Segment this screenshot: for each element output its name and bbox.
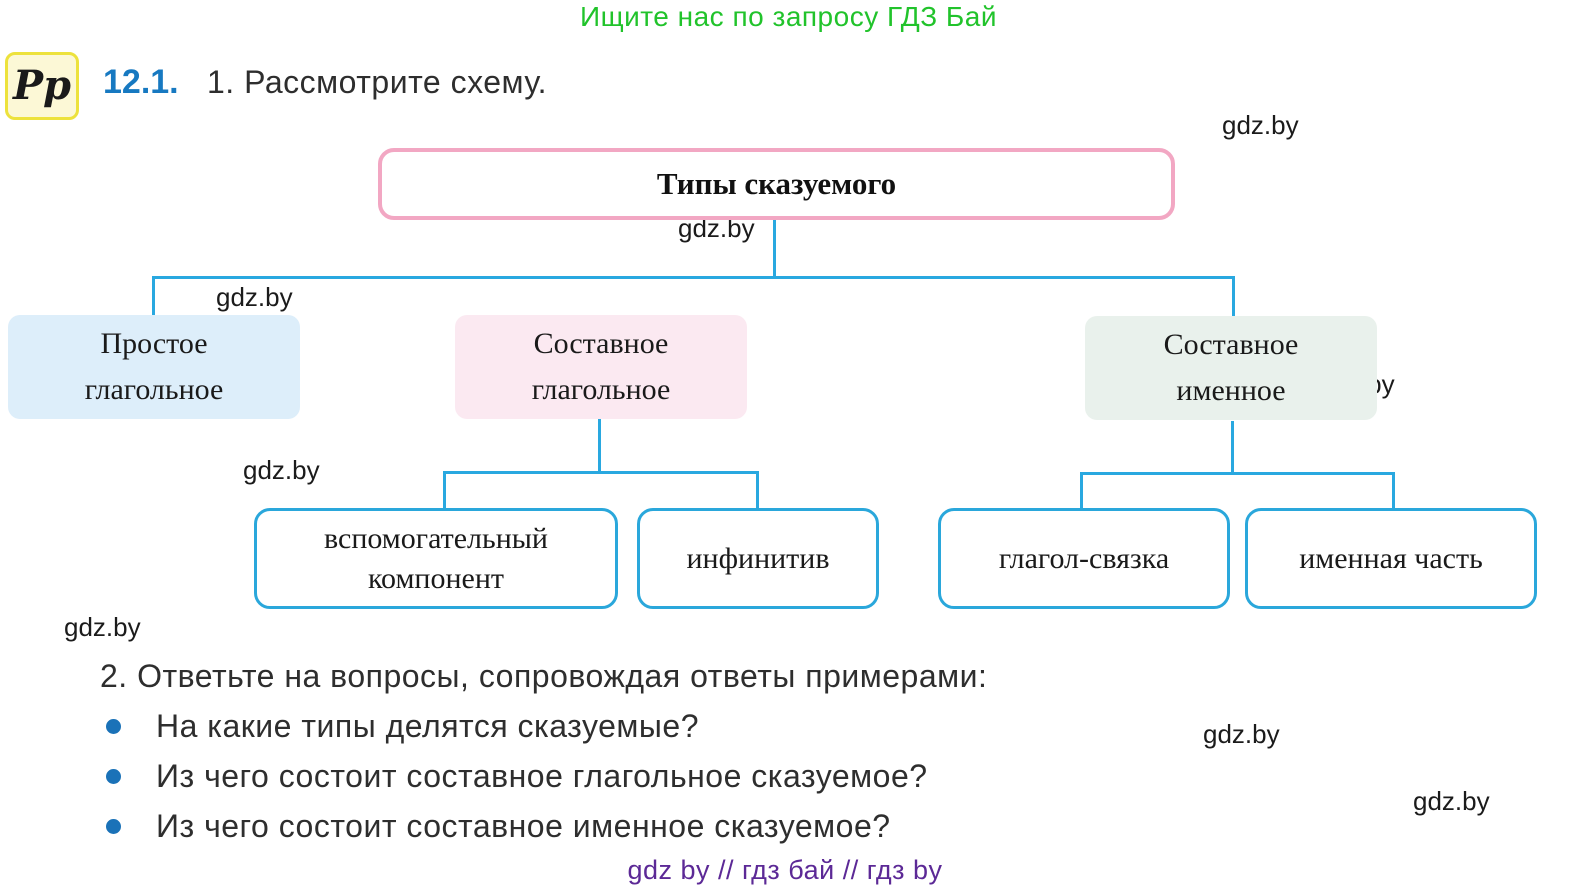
- exercise-number: 12.1.: [103, 63, 179, 101]
- diagram-title: Типы сказуемого: [656, 166, 897, 201]
- promo-banner-text: Ищите нас по запросу ГДЗ Бай: [579, 1, 998, 32]
- bullet-icon: [106, 719, 121, 734]
- watermark: gdz.by: [243, 455, 320, 485]
- connector-level2-left-horizontal: [443, 471, 759, 474]
- watermark: gdz.by: [1203, 719, 1280, 749]
- question-item: Из чего состоит составное глагольное ска…: [156, 758, 928, 794]
- watermark: gdz.by: [1222, 110, 1299, 140]
- node-compound-verbal-line1: Составное: [533, 327, 669, 360]
- node-compound-nominal-line1: Составное: [1163, 328, 1299, 361]
- diagram-root-node: Типы сказуемого: [378, 148, 1175, 220]
- node-compound-verbal: Составное глагольное: [455, 315, 747, 419]
- bullet-icon: [106, 769, 121, 784]
- watermark: gdz.by: [216, 282, 293, 312]
- connector-compound-verbal-down: [598, 419, 601, 471]
- connector-to-compound-nominal: [1232, 276, 1235, 317]
- node-infinitive: инфинитив: [637, 508, 879, 609]
- node-linking-verb-label: глагол-связка: [998, 541, 1170, 575]
- connector-to-simple-verbal: [152, 276, 155, 315]
- node-compound-nominal-line2: именное: [1176, 374, 1286, 407]
- node-nominal-part: именная часть: [1245, 508, 1537, 609]
- connector-compound-nominal-down: [1231, 421, 1234, 472]
- node-simple-verbal: Простое глагольное: [8, 315, 300, 419]
- node-auxiliary-component-label: вспомогательный компонент: [324, 521, 548, 595]
- watermark: gdz.by: [1413, 786, 1490, 816]
- node-linking-verb: глагол-связка: [938, 508, 1230, 609]
- connector-level1-horizontal: [152, 276, 1235, 279]
- task1-instruction: 1. Рассмотрите схему.: [207, 64, 548, 100]
- bullet-icon: [106, 819, 121, 834]
- task2-instruction: 2. Ответьте на вопросы, сопровождая отве…: [100, 658, 988, 694]
- node-compound-nominal: Составное именное: [1085, 316, 1377, 420]
- node-infinitive-label: инфинитив: [686, 541, 830, 575]
- node-auxiliary-component: вспомогательный компонент: [254, 508, 618, 609]
- connector-to-linking-verb: [1080, 472, 1083, 509]
- connector-to-nominal-part: [1392, 472, 1395, 509]
- connector-level2-right-horizontal: [1080, 472, 1395, 475]
- footer-site-tags: gdz by // гдз бай // гдз by: [627, 855, 943, 885]
- node-compound-verbal-line2: глагольное: [531, 373, 671, 406]
- speech-development-icon-letters: Рр: [12, 62, 72, 109]
- speech-development-icon: Рр: [5, 52, 79, 120]
- connector-to-infinitive: [756, 471, 759, 509]
- watermark: gdz.by: [64, 612, 141, 642]
- node-simple-verbal-line2: глагольное: [84, 373, 224, 406]
- node-simple-verbal-line1: Простое: [100, 327, 208, 360]
- connector-root-down: [773, 220, 776, 276]
- connector-to-auxiliary-component: [443, 471, 446, 509]
- node-nominal-part-label: именная часть: [1299, 541, 1483, 575]
- question-item: На какие типы делятся сказуемые?: [156, 708, 700, 744]
- question-item: Из чего состоит составное именное сказуе…: [156, 808, 891, 844]
